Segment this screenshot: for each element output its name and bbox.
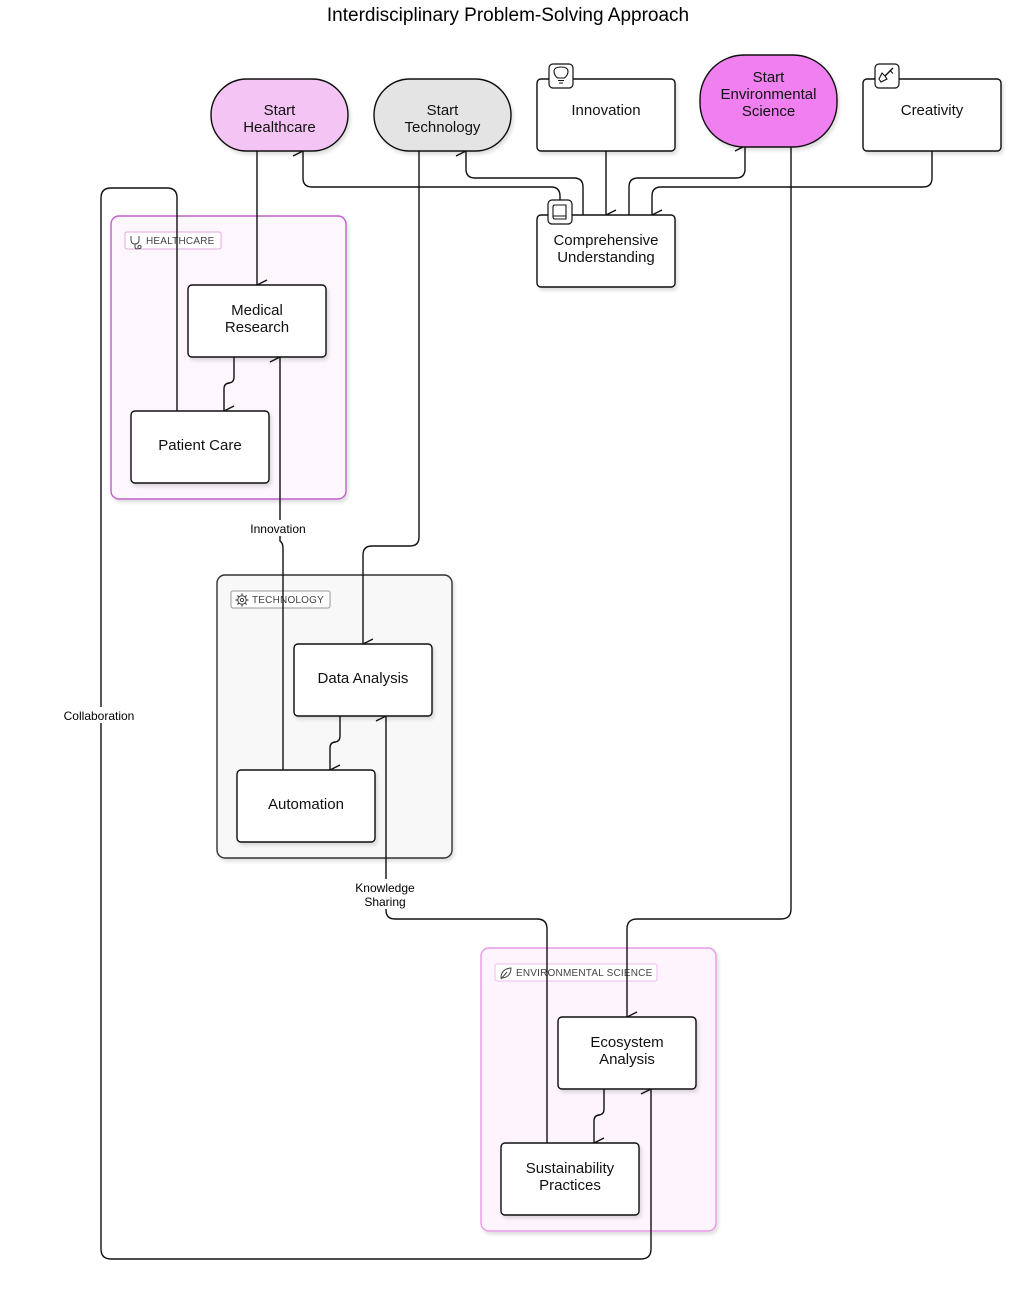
svg-text:Data Analysis: Data Analysis <box>318 670 409 687</box>
lightbulb-icon <box>548 63 574 89</box>
edge-label-collaboration: Collaboration <box>59 707 139 723</box>
svg-text:Automation: Automation <box>268 796 344 813</box>
edge-creativity-to-comprehensive <box>652 151 933 215</box>
node-patient-care[interactable]: Patient Care <box>130 410 270 484</box>
gear-icon <box>235 593 249 607</box>
edge-start-technology-to-data-analysis <box>363 151 420 644</box>
node-automation[interactable]: Automation <box>236 769 376 843</box>
edge-sustainability-to-data-analysis <box>386 716 548 1143</box>
edge-start-environmental-to-ecosystem-analysis <box>627 146 792 1017</box>
diagram-title: Interdisciplinary Problem-Solving Approa… <box>327 5 689 26</box>
edge-label-innovation: Innovation <box>246 520 310 536</box>
svg-text:Collaboration: Collaboration <box>64 709 135 723</box>
group-label-technology: TECHNOLOGY <box>252 595 324 606</box>
svg-text:Innovation: Innovation <box>250 522 305 536</box>
node-innovation[interactable]: Innovation <box>536 63 676 152</box>
leaf-icon <box>500 967 512 980</box>
svg-text:Patient Care: Patient Care <box>158 437 241 454</box>
svg-text:Creativity: Creativity <box>901 102 964 119</box>
edge-comprehensive-to-start-environmental <box>628 146 745 215</box>
node-creativity[interactable]: Creativity <box>862 63 1002 152</box>
edge-medical-research-to-patient-care <box>224 357 235 411</box>
edge-automation-to-medical-research <box>280 357 284 770</box>
edge-comprehensive-to-start-healthcare <box>303 151 561 215</box>
node-data-analysis[interactable]: Data Analysis <box>293 643 433 717</box>
edges <box>100 146 933 1260</box>
edge-comprehensive-to-start-technology <box>466 151 584 215</box>
edge-data-analysis-to-automation <box>330 716 341 770</box>
svg-text:Innovation: Innovation <box>571 102 640 119</box>
stethoscope-icon <box>130 236 142 250</box>
group-label-healthcare: HEALTHCARE <box>146 236 215 247</box>
edge-ecosystem-to-sustainability <box>594 1089 605 1143</box>
group-label-environmental-science: ENVIRONMENTAL SCIENCE <box>516 968 653 979</box>
paintbrush-icon <box>874 63 900 89</box>
edge-patient-care-to-ecosystem-analysis <box>100 187 651 1260</box>
book-icon <box>547 199 573 225</box>
